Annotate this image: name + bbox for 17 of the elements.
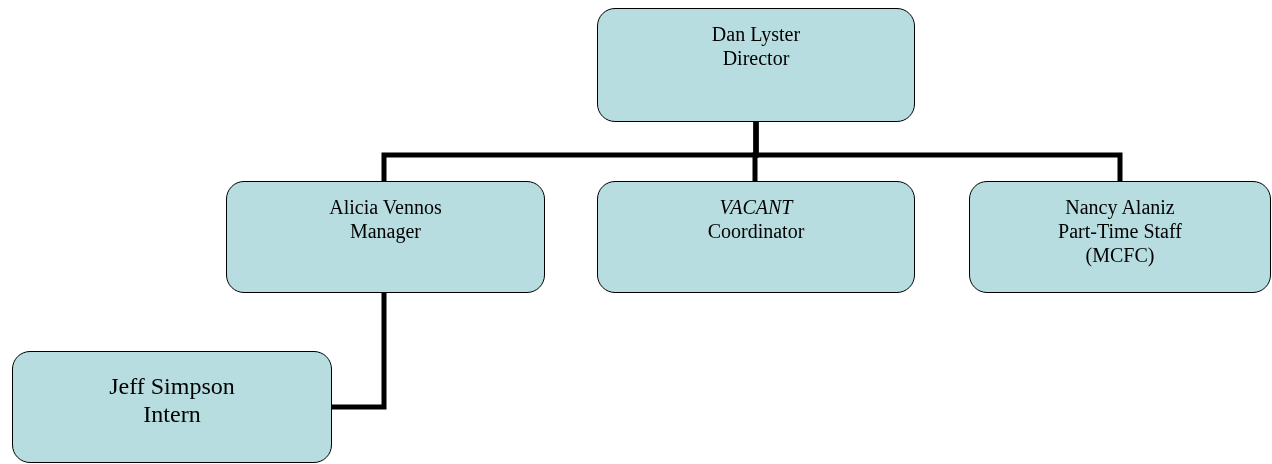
person-name: VACANT [719, 195, 793, 219]
position-box [226, 181, 545, 293]
job-title: Manager [349, 219, 422, 243]
position-box [597, 181, 915, 293]
person-name: Nancy Alaniz [1065, 195, 1175, 219]
position-box [969, 181, 1271, 293]
job-title: Intern [143, 400, 201, 428]
job-title: Director [722, 46, 790, 70]
connector-line [753, 122, 1123, 181]
job-title: Coordinator [707, 219, 805, 243]
position-box [12, 351, 332, 463]
position-box [597, 8, 915, 122]
job-title: Part-Time Staff (MCFC) [1057, 219, 1183, 267]
person-name: Jeff Simpson [109, 372, 235, 400]
person-name: Dan Lyster [711, 22, 801, 46]
connector-line [332, 293, 387, 410]
person-name: Alicia Vennos [329, 195, 442, 219]
